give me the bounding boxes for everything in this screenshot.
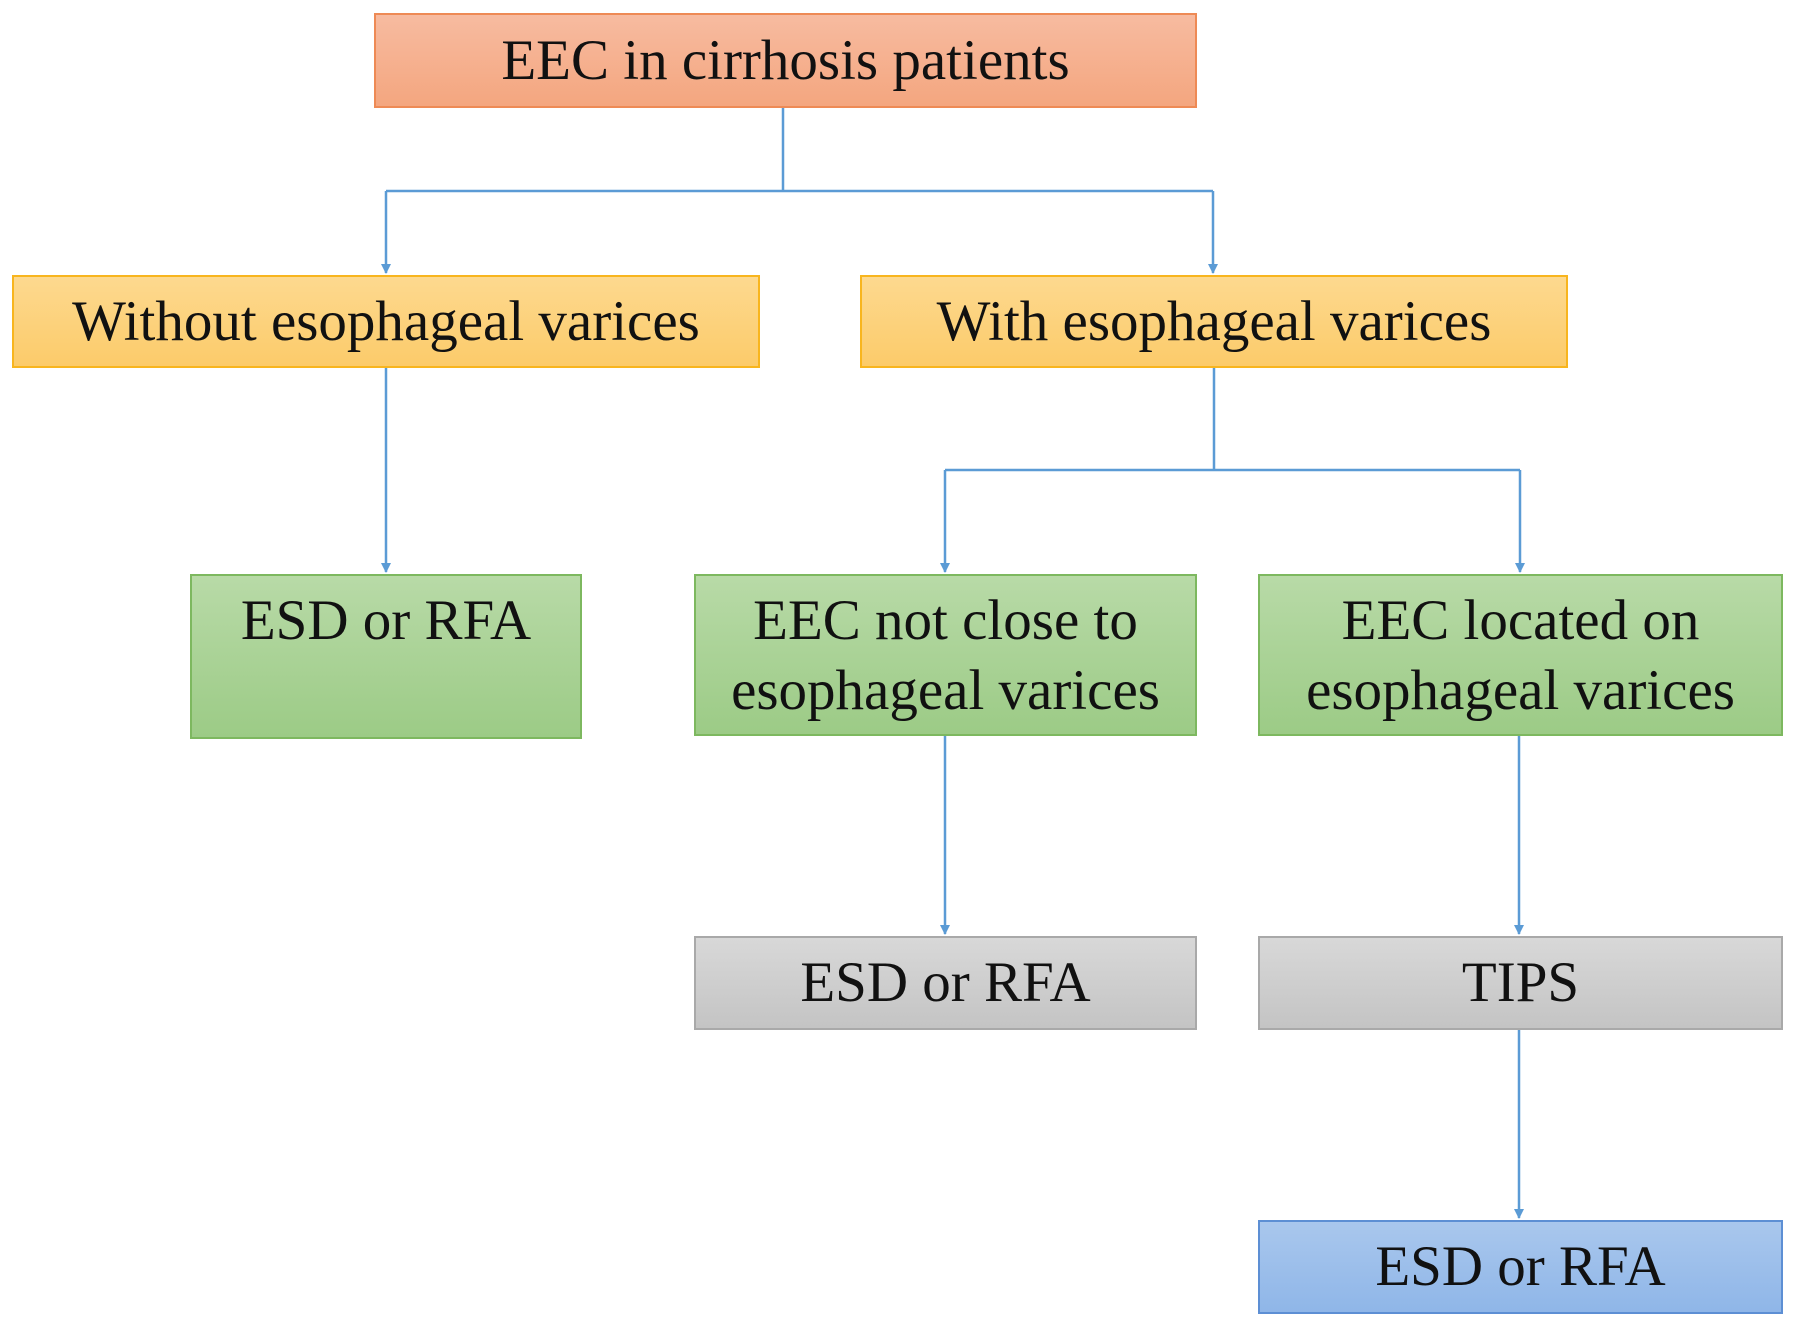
tips-label: TIPS [1461, 951, 1580, 1014]
tips-node: TIPS [1258, 936, 1783, 1030]
final-treatment-label: ESD or RFA [1375, 1235, 1666, 1298]
not-close-line-1: EEC not close to [753, 589, 1138, 652]
with-varices-node: With esophageal varices [860, 275, 1568, 368]
left-treatment-label: ESD or RFA [240, 589, 532, 652]
without-varices-label: Without esophageal varices [72, 289, 700, 353]
without-varices-node: Without esophageal varices [12, 275, 760, 368]
root-node: EEC in cirrhosis patients [374, 13, 1197, 108]
located-on-line-1: EEC located on [1341, 589, 1700, 652]
located-on-line-2: esophageal varices [1306, 659, 1735, 722]
not-close-treatment-label: ESD or RFA [800, 951, 1091, 1014]
with-varices-label: With esophageal varices [936, 289, 1492, 353]
not-close-node: EEC not close to esophageal varices [694, 574, 1197, 736]
root-label: EEC in cirrhosis patients [501, 28, 1070, 92]
not-close-treatment-node: ESD or RFA [694, 936, 1197, 1030]
located-on-node: EEC located on esophageal varices [1258, 574, 1783, 736]
left-treatment-node: ESD or RFA [190, 574, 582, 739]
final-treatment-node: ESD or RFA [1258, 1220, 1783, 1314]
not-close-line-2: esophageal varices [731, 659, 1160, 722]
